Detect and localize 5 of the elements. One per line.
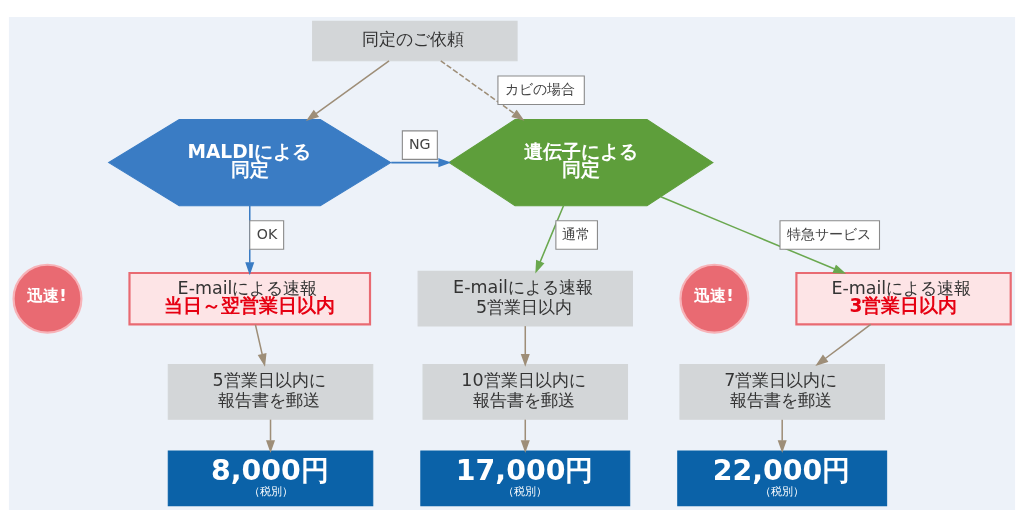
edge-label: カビの場合 xyxy=(505,80,576,97)
edge-label: 通常 xyxy=(562,225,591,242)
edge-label: NG xyxy=(408,135,431,152)
edge-label: OK xyxy=(256,225,278,242)
edge-label: 特急サービス xyxy=(787,225,872,242)
